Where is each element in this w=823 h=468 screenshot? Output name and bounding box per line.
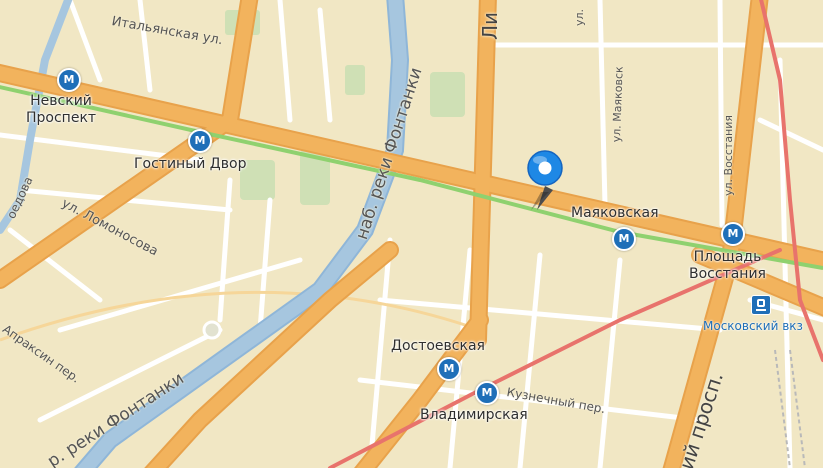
station-label-line2: Восстания <box>689 266 766 282</box>
street-label-mayakovskogo: ул. Маяковск <box>610 66 626 143</box>
parks <box>225 10 465 205</box>
street-label-liteyny: Ли <box>478 11 502 40</box>
metro-icon[interactable]: M <box>57 68 81 92</box>
rail-lines <box>328 0 823 468</box>
street-label-top: ул. <box>573 8 586 26</box>
station-label-line1: Площадь <box>693 249 762 265</box>
location-pin-icon[interactable] <box>523 148 573 216</box>
station-label-line2: Проспект <box>26 110 97 126</box>
street-label-vosstaniya: ул. Восстания <box>722 114 735 196</box>
metro-icon[interactable]: M <box>475 381 499 405</box>
canal-arc <box>0 290 481 342</box>
square-roundabout <box>202 320 222 340</box>
station-label-mayakovskaya[interactable]: Маяковская <box>571 205 659 221</box>
station-label-dostoevskaya[interactable]: Достоевская <box>391 338 485 354</box>
metro-line-green <box>0 85 823 270</box>
station-label-vosstaniya[interactable]: Площадь Восстания <box>689 249 766 283</box>
station-label-vladimirskaya[interactable]: Владимирская <box>420 407 528 423</box>
rail-tracks <box>774 349 806 468</box>
metro-icon[interactable]: M <box>188 129 212 153</box>
metro-icon[interactable]: M <box>721 222 745 246</box>
railway-station-icon[interactable] <box>751 295 771 315</box>
station-label-line1: Невский <box>30 93 92 109</box>
railway-station-label[interactable]: Московский вкз <box>703 319 803 333</box>
fontanka-river <box>0 0 410 468</box>
metro-icon[interactable]: M <box>612 227 636 251</box>
station-label-nevsky[interactable]: Невский Проспект <box>26 93 96 127</box>
metro-icon[interactable]: M <box>437 357 461 381</box>
station-label-gostiny[interactable]: Гостиный Двор <box>134 156 247 172</box>
